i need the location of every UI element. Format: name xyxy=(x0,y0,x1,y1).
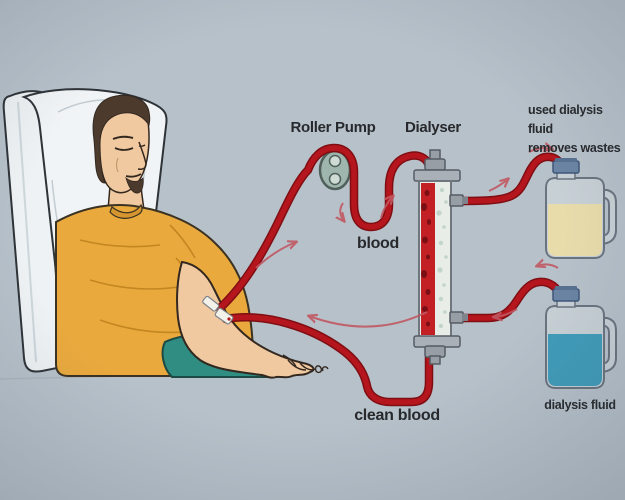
used-fluid-cap xyxy=(552,160,580,174)
used-fluid-label-line2: removes wastes xyxy=(528,141,621,155)
dialyser-label: Dialyser xyxy=(392,119,474,136)
clean-blood-label-text: clean blood xyxy=(354,407,440,424)
dialyser-bottom-stem xyxy=(429,355,441,365)
flow-arrow-used-2 xyxy=(528,148,552,153)
dialyser-dialysate-bubbles xyxy=(436,187,448,329)
used-fluid-tube xyxy=(447,152,568,206)
dialysis-fluid-cap-top xyxy=(555,286,577,290)
flow-arrows xyxy=(255,148,559,328)
patient-hair xyxy=(92,94,151,184)
flow-arrow-dialysate-2 xyxy=(537,264,559,269)
patient-hand xyxy=(282,354,329,374)
dialysis-fluid-jug xyxy=(545,286,617,389)
patient-facial-features xyxy=(112,135,147,178)
patient xyxy=(55,94,329,379)
used-fluid-label: used dialysis fluid removes wastes xyxy=(528,101,625,158)
flow-arrow-to-dialyser xyxy=(380,196,393,219)
roller-pump-label: Roller Pump xyxy=(287,119,379,136)
patient-mouth xyxy=(125,173,142,178)
dialyser-top-cap xyxy=(413,169,461,182)
patient-eyebrow xyxy=(112,135,134,140)
blood-label: blood xyxy=(338,235,418,253)
flow-arrow-used-1 xyxy=(488,179,508,192)
used-fluid-cap-top xyxy=(555,158,577,162)
flow-arrow-clean-blood xyxy=(309,311,428,328)
patient-eye xyxy=(114,147,134,151)
flow-arrow-blood-up xyxy=(255,242,296,269)
clean-blood-label: clean blood xyxy=(346,407,448,425)
patient-far-eye xyxy=(138,144,146,148)
dialyser-inlet-port-tip xyxy=(462,314,468,321)
blood-tube xyxy=(215,143,434,313)
needle-site-blood-dot xyxy=(227,317,231,321)
dialyser-outlet-port xyxy=(449,194,464,207)
dialyser-label-text: Dialyser xyxy=(405,119,461,136)
dialyser-inlet-port xyxy=(449,311,464,324)
patient-arm xyxy=(176,260,315,379)
patient-nose xyxy=(137,141,147,170)
used-fluid-jug xyxy=(545,158,617,259)
dialysis-fluid-level xyxy=(548,334,602,386)
roller-pump-roller-bottom xyxy=(328,172,342,186)
dialysis-fluid-cap xyxy=(552,288,580,302)
roller-pump xyxy=(318,149,352,191)
arm-tape xyxy=(202,295,234,325)
patient-goatee xyxy=(125,176,144,194)
dialyser xyxy=(413,149,468,365)
blood-label-text: blood xyxy=(356,235,400,252)
clean-blood-tube xyxy=(221,313,434,407)
dialyser-top-knob xyxy=(424,158,446,171)
roller-pump-roller-top xyxy=(328,154,342,168)
used-fluid-label-line1: used dialysis fluid xyxy=(528,103,603,136)
roller-pump-label-text: Roller Pump xyxy=(290,119,376,136)
chair-rail-crease xyxy=(17,101,37,363)
dialyser-outlet-port-tip xyxy=(462,197,468,204)
dialysis-fluid-label: dialysis fluid xyxy=(534,398,625,412)
patient-cheek-line xyxy=(115,157,119,173)
used-fluid-level xyxy=(548,204,602,256)
shirt-collar xyxy=(109,203,143,219)
flow-arrow-dialysate-1 xyxy=(494,308,518,317)
flow-arrow-pump-down xyxy=(340,202,344,221)
dialysis-fluid-label-text: dialysis fluid xyxy=(544,398,616,412)
dialyser-blood-particles xyxy=(421,190,431,327)
